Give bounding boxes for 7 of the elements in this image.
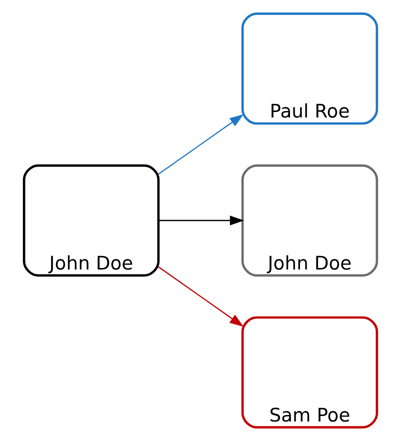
node-box: Paul Roe bbox=[240, 12, 378, 124]
node-box: John Doe bbox=[22, 164, 160, 276]
arrow bbox=[158, 114, 244, 174]
arrow bbox=[158, 266, 244, 326]
node-box: Sam Poe bbox=[240, 316, 378, 428]
arrow bbox=[158, 215, 244, 225]
node-box: John Doe bbox=[240, 164, 378, 276]
